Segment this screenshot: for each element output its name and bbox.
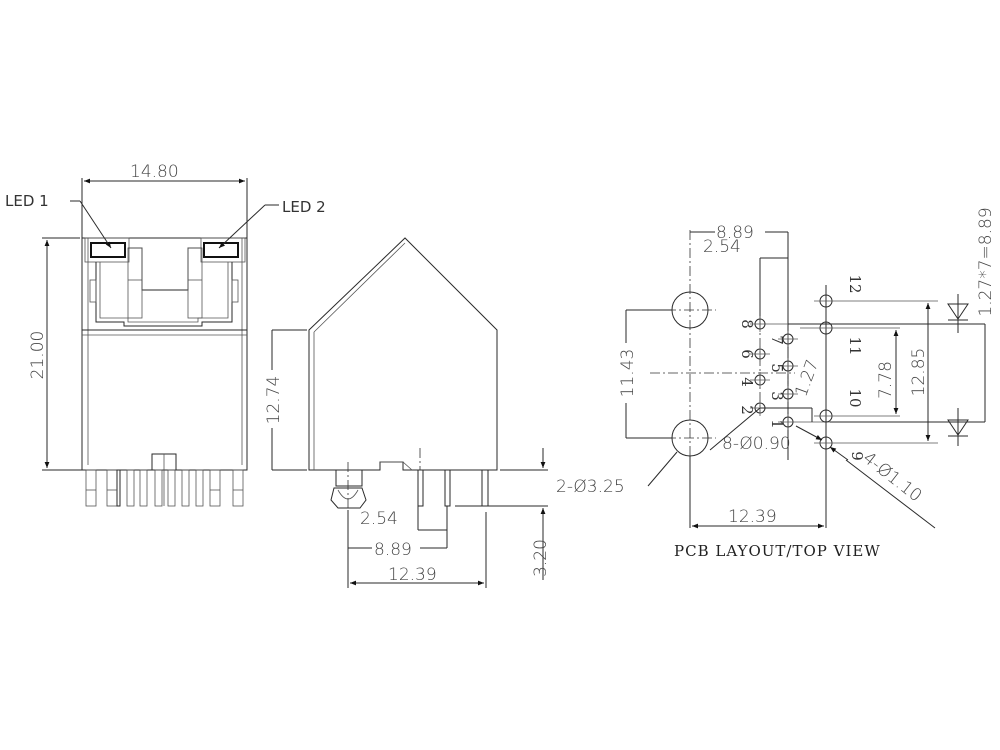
front-view: 14.80 21.00 LED 1 LED 2: [5, 162, 326, 507]
pin-7-label: 7: [768, 335, 786, 345]
led-1-window: [90, 242, 126, 258]
pin-length-dim: 3.20: [531, 539, 551, 577]
mount-hole-callout: 2-Ø3.25: [556, 477, 625, 497]
side-total-dim: 12.39: [388, 565, 437, 585]
led-diode-top-icon: [947, 294, 969, 333]
outer-span-dim: 12.85: [909, 348, 929, 397]
pin-1-label: 1: [768, 419, 786, 429]
signal-holes: [750, 316, 830, 430]
pin-12-label: 12: [846, 274, 864, 293]
side-height-dim: 12.74: [264, 376, 284, 425]
pin-4-label: 4: [738, 377, 756, 387]
pitch-formula: 1.27*7=8.89: [976, 207, 996, 316]
pin-2-label: 2: [738, 405, 756, 415]
pin-6-label: 6: [738, 349, 756, 359]
pitch-dim: 1.27: [791, 357, 823, 399]
led-2-window: [203, 242, 239, 258]
led-span-dim: 7.78: [876, 361, 896, 399]
pcb-layout: 11.43 8.89 2.54 8 6 4 2: [556, 207, 996, 560]
led-1-label: LED 1: [5, 192, 49, 210]
pin-11-label: 11: [846, 336, 864, 355]
pcb-top-dim-b: 2.54: [703, 237, 741, 257]
hole-spacing-dim: 11.43: [618, 349, 638, 398]
signal-hole-callout: 8-Ø0.90: [722, 434, 791, 454]
side-offset-dim: 8.89: [374, 540, 412, 560]
pin-5-label: 5: [768, 363, 786, 373]
pin-10-label: 10: [846, 388, 864, 407]
pin-8-label: 8: [738, 319, 756, 329]
pin-9-label: 9: [848, 451, 866, 461]
pcb-layout-title: PCB LAYOUT/TOP VIEW: [674, 542, 881, 560]
side-pitch-dim: 2.54: [360, 509, 398, 529]
front-width-dim: 14.80: [130, 162, 179, 182]
pin-3-label: 3: [768, 391, 786, 401]
led-diode-bottom-icon: [947, 408, 969, 446]
pcb-top-dim-a: 8.89: [716, 223, 754, 243]
front-height-dim: 21.00: [28, 331, 48, 380]
side-view: 12.74 3.20 2.54 8.89 12.39: [262, 237, 551, 588]
front-pins: [85, 469, 244, 507]
led-holes: [800, 285, 938, 528]
led-2-label: LED 2: [282, 198, 326, 216]
pcb-bottom-dim: 12.39: [728, 507, 777, 527]
